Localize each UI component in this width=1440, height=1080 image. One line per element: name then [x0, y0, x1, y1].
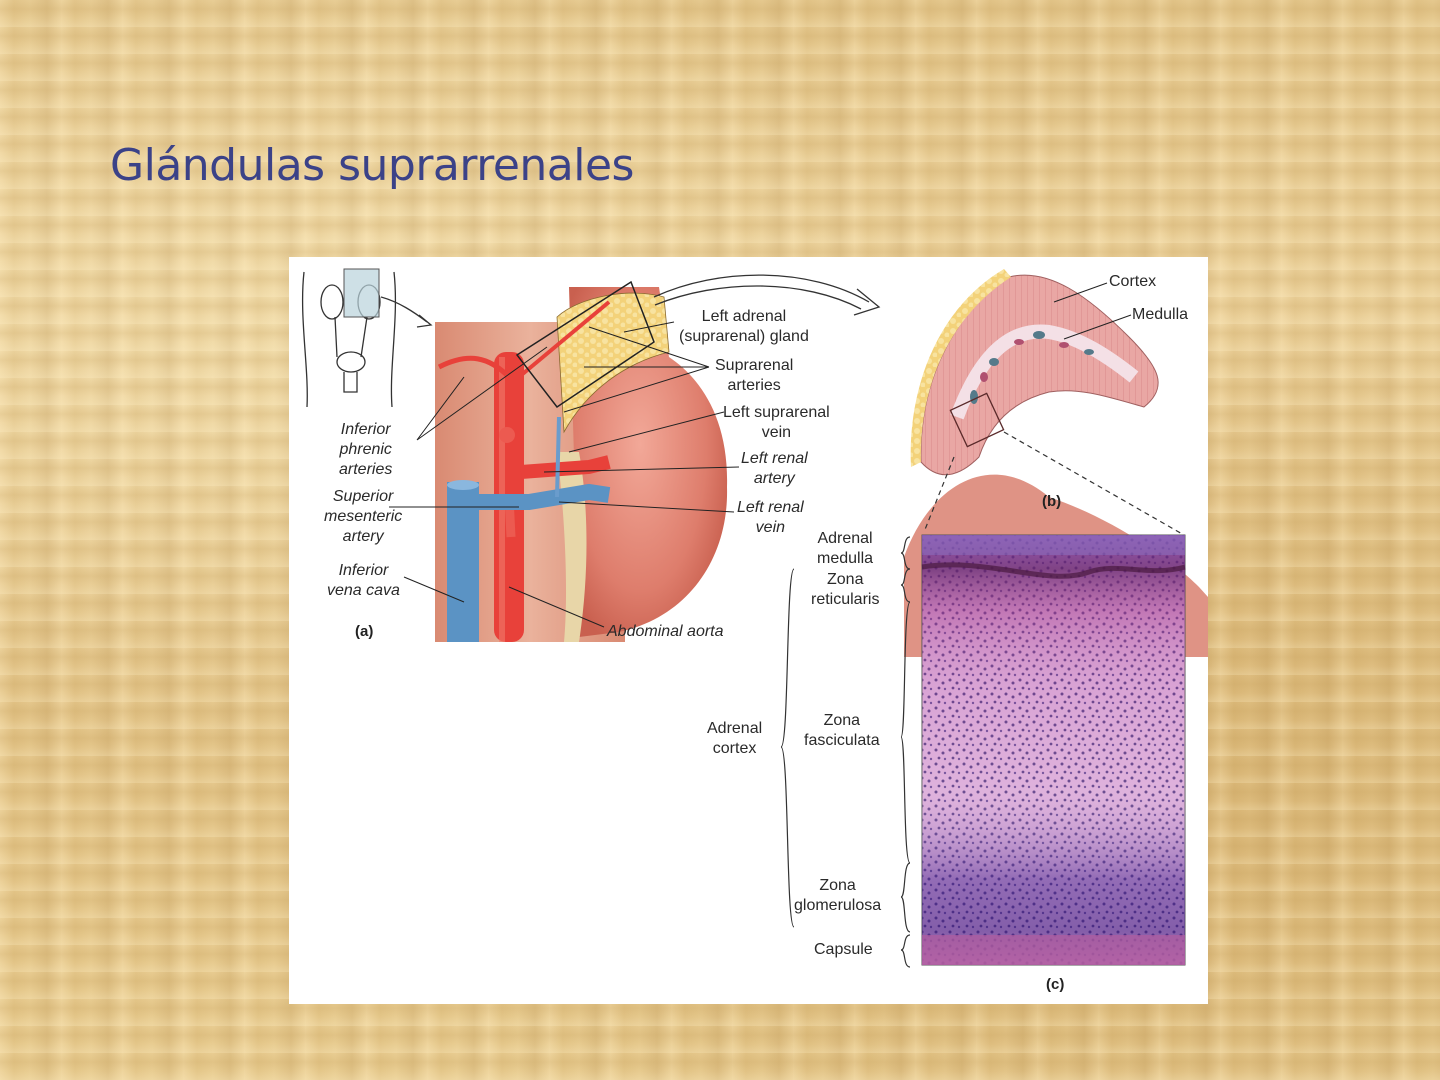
- body-outline-icon: [301, 271, 397, 408]
- label-suprarenal-arteries: Suprarenal arteries: [715, 357, 794, 394]
- figure-artwork: [301, 268, 1208, 968]
- label-left-renal-artery: Left renal artery: [741, 450, 808, 487]
- label-cortex: Cortex: [1109, 273, 1157, 290]
- label-capsule: Capsule: [814, 941, 873, 958]
- label-superior-mesenteric-artery: Superior mesenteric artery: [324, 488, 403, 545]
- label-inferior-phrenic-arteries: Inferior phrenic arteries: [339, 421, 393, 478]
- label-left-suprarenal-vein: Left suprarenal vein: [723, 404, 830, 441]
- slide-title: Glándulas suprarrenales: [110, 140, 634, 191]
- label-inferior-vena-cava: Inferior vena cava: [327, 562, 400, 599]
- panel-c-letter: (c): [1046, 976, 1065, 993]
- adrenal-gland-figure: Inferior phrenic arteries Superior mesen…: [289, 257, 1208, 1004]
- label-zona-fasciculata: Zona fasciculata: [804, 712, 880, 749]
- panel-b-letter: (b): [1042, 493, 1062, 510]
- label-adrenal-cortex: Adrenal cortex: [707, 720, 763, 757]
- label-zona-reticularis: Zona reticularis: [811, 571, 880, 608]
- label-zona-glomerulosa: Zona glomerulosa: [794, 877, 882, 914]
- label-abdominal-aorta: Abdominal aorta: [607, 623, 724, 640]
- label-left-adrenal-gland: Left adrenal (suprarenal) gland: [679, 308, 809, 345]
- label-adrenal-medulla: Adrenal medulla: [817, 530, 874, 567]
- panel-a-letter: (a): [355, 623, 374, 640]
- label-medulla: Medulla: [1132, 306, 1189, 323]
- label-left-renal-vein: Left renal vein: [737, 499, 804, 536]
